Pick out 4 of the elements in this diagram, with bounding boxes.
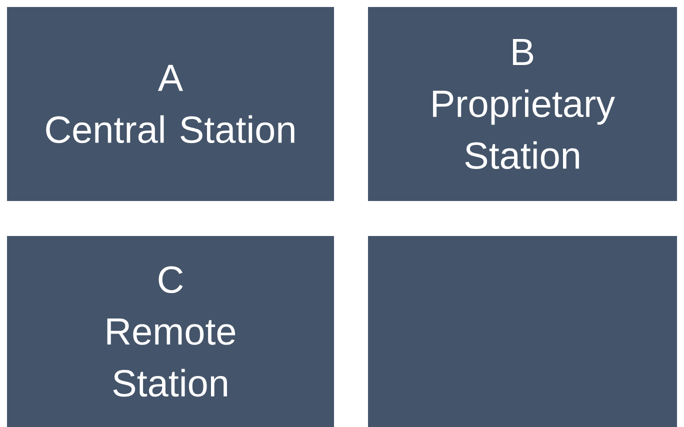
station-box: C Remote Station	[7, 236, 334, 427]
box	[368, 236, 677, 427]
station-box: B Proprietary Station	[368, 7, 677, 201]
station-box: A Central Station	[7, 7, 334, 201]
